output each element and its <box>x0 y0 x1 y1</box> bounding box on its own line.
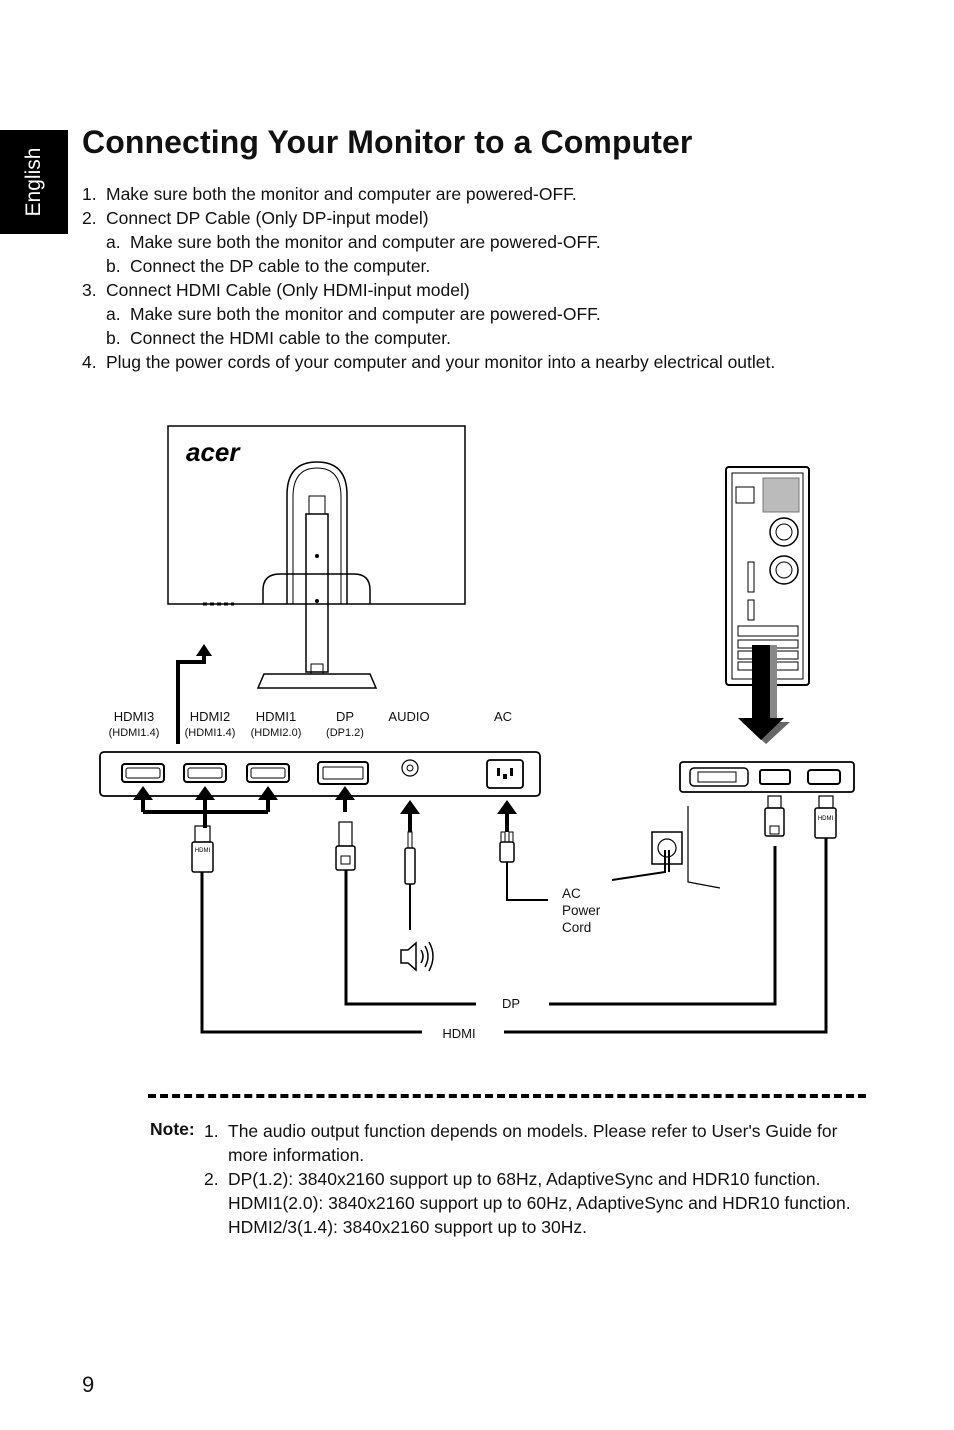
note-divider <box>148 1094 866 1098</box>
step-item: 3.Connect HDMI Cable (Only HDMI-input mo… <box>82 280 470 300</box>
speaker-icon <box>400 941 434 972</box>
dp-plug <box>335 821 356 871</box>
note-label: Note: <box>150 1119 195 1139</box>
step-item: 1.Make sure both the monitor and compute… <box>82 184 577 204</box>
note-item: 1. The audio output function depends on … <box>204 1121 838 1165</box>
port-version-dp: (DP1.2) <box>326 727 364 739</box>
port-label-ac: AC <box>493 709 513 724</box>
monitor-back: acer <box>167 425 466 606</box>
acer-logo: acer <box>186 437 241 467</box>
sub-step-item: b.Connect the DP cable to the computer. <box>106 256 431 276</box>
sub-step-item: b.Connect the HDMI cable to the computer… <box>106 328 451 348</box>
port-label-hdmi1: HDMI1 <box>255 709 297 724</box>
port-label-dp: DP <box>335 709 355 724</box>
monitor-stand <box>256 513 378 689</box>
step-item: 2.Connect DP Cable (Only DP-input model) <box>82 208 429 228</box>
note-list: 1. The audio output function depends on … <box>204 1119 874 1239</box>
arrow-down-icon <box>738 645 790 744</box>
port-version-hdmi2: (HDMI1.4) <box>184 727 236 739</box>
sub-step-item: a.Make sure both the monitor and compute… <box>106 304 601 324</box>
power-outlet-icon <box>611 806 721 889</box>
page-title: Connecting Your Monitor to a Computer <box>82 124 693 160</box>
ac-plug <box>499 831 548 901</box>
instruction-list: 1.Make sure both the monitor and compute… <box>82 182 775 374</box>
sub-step-item: a.Make sure both the monitor and compute… <box>106 232 601 252</box>
port-label-audio: AUDIO <box>388 709 430 724</box>
page-number: 9 <box>82 1372 95 1397</box>
language-tab: English <box>0 130 68 234</box>
dp-cable-label: DP <box>501 996 521 1011</box>
step-item: 4.Plug the power cords of your computer … <box>82 352 776 372</box>
hdmi-cable-label: HDMI <box>442 1026 476 1041</box>
port-version-hdmi3: (HDMI1.4) <box>108 727 160 739</box>
port-version-hdmi1: (HDMI2.0) <box>250 727 302 739</box>
cable-runs <box>200 838 828 1034</box>
ac-power-cord-label: AC Power Cord <box>562 886 601 935</box>
dp-plug-computer <box>764 795 785 837</box>
hdmi-plug-computer: HDMI <box>814 795 837 839</box>
hdmi-plug: HDMI <box>191 825 214 873</box>
svg-text:HDMI: HDMI <box>195 848 211 854</box>
computer-port-panel <box>679 761 855 793</box>
connection-diagram: acer <box>99 425 855 1034</box>
port-label-hdmi3: HDMI3 <box>113 709 155 724</box>
monitor-port-panel <box>99 751 541 797</box>
audio-jack <box>404 831 416 930</box>
svg-text:HDMI: HDMI <box>818 816 834 822</box>
port-label-hdmi2: HDMI2 <box>189 709 231 724</box>
arrow-up-icon <box>176 652 206 744</box>
note-item: 2. DP(1.2): 3840x2160 support up to 68Hz… <box>204 1169 851 1237</box>
